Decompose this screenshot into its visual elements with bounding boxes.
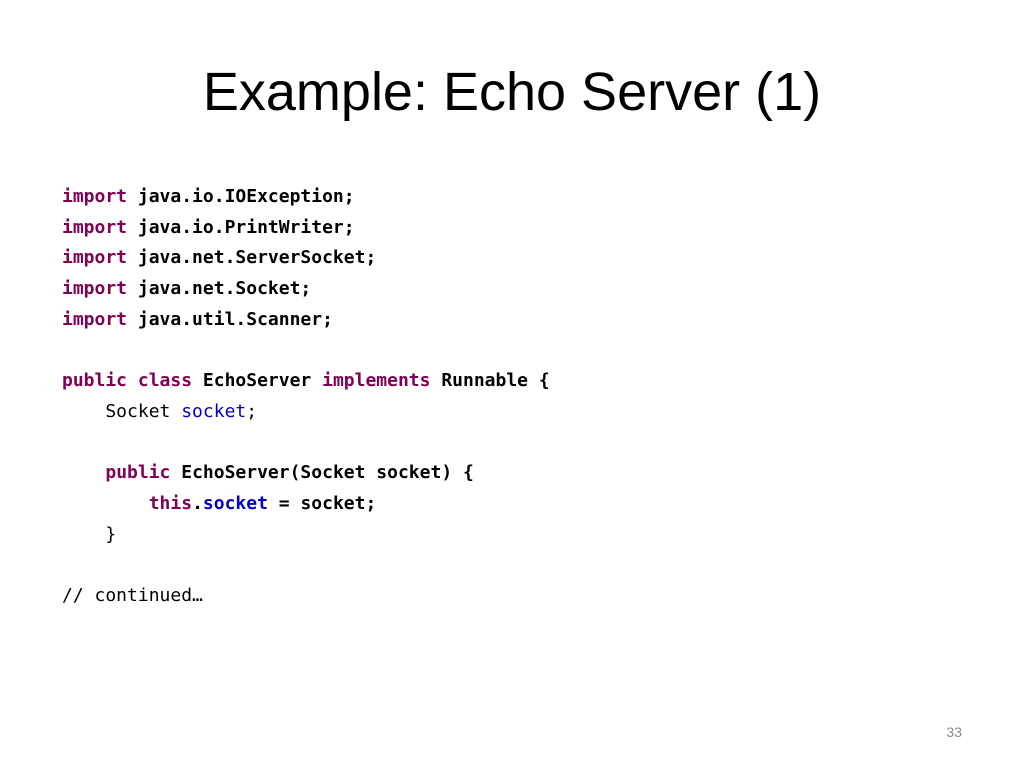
slide-title: Example: Echo Server (1) bbox=[202, 62, 822, 122]
code-token: Socket bbox=[62, 400, 182, 422]
code-token bbox=[62, 493, 149, 514]
code-token: Runnable { bbox=[430, 370, 550, 392]
code-token: class bbox=[137, 370, 193, 392]
code-token: import bbox=[62, 216, 128, 238]
code-line: Socket socket; bbox=[62, 397, 550, 428]
code-token: implements bbox=[322, 370, 431, 392]
code-token: ; bbox=[246, 400, 258, 422]
code-token: import bbox=[62, 186, 128, 207]
code-token: import bbox=[62, 278, 128, 300]
code-token: EchoServer(Socket socket) { bbox=[170, 462, 474, 484]
page-number: 33 bbox=[946, 724, 962, 740]
code-line: import java.util.Scanner; bbox=[62, 305, 550, 336]
code-token: java.util.Scanner; bbox=[127, 308, 333, 330]
code-token: java.io.IOException; bbox=[127, 186, 355, 207]
code-line: } bbox=[62, 520, 550, 551]
code-token: this bbox=[148, 492, 193, 514]
code-token: java.io.PrintWriter; bbox=[127, 216, 355, 238]
code-line: import java.io.PrintWriter; bbox=[62, 213, 550, 244]
code-token bbox=[62, 462, 105, 483]
code-token: // continued… bbox=[62, 584, 203, 606]
code-token: import bbox=[62, 247, 128, 269]
code-token: import bbox=[62, 308, 128, 330]
code-token: . bbox=[192, 492, 203, 514]
code-line bbox=[62, 335, 550, 366]
code-line: import java.io.IOException; bbox=[62, 182, 550, 213]
code-token: } bbox=[62, 523, 117, 545]
code-token: EchoServer bbox=[192, 370, 323, 392]
code-token: socket bbox=[202, 492, 268, 514]
code-line bbox=[62, 550, 550, 581]
code-block: import java.io.IOException;import java.i… bbox=[62, 182, 550, 612]
code-token: = socket; bbox=[267, 492, 377, 514]
code-line: this.socket = socket; bbox=[62, 489, 550, 520]
code-line: public EchoServer(Socket socket) { bbox=[62, 458, 550, 489]
code-line: import java.net.Socket; bbox=[62, 274, 550, 305]
code-token: java.net.ServerSocket; bbox=[127, 247, 377, 269]
code-line bbox=[62, 428, 550, 459]
code-token bbox=[127, 370, 138, 391]
code-token: socket bbox=[181, 400, 247, 422]
code-line: // continued… bbox=[62, 581, 550, 612]
code-line: public class EchoServer implements Runna… bbox=[62, 366, 550, 397]
code-line: import java.net.ServerSocket; bbox=[62, 243, 550, 274]
code-token: java.net.Socket; bbox=[127, 278, 312, 300]
code-token: public bbox=[62, 370, 128, 392]
code-token: public bbox=[105, 462, 171, 484]
